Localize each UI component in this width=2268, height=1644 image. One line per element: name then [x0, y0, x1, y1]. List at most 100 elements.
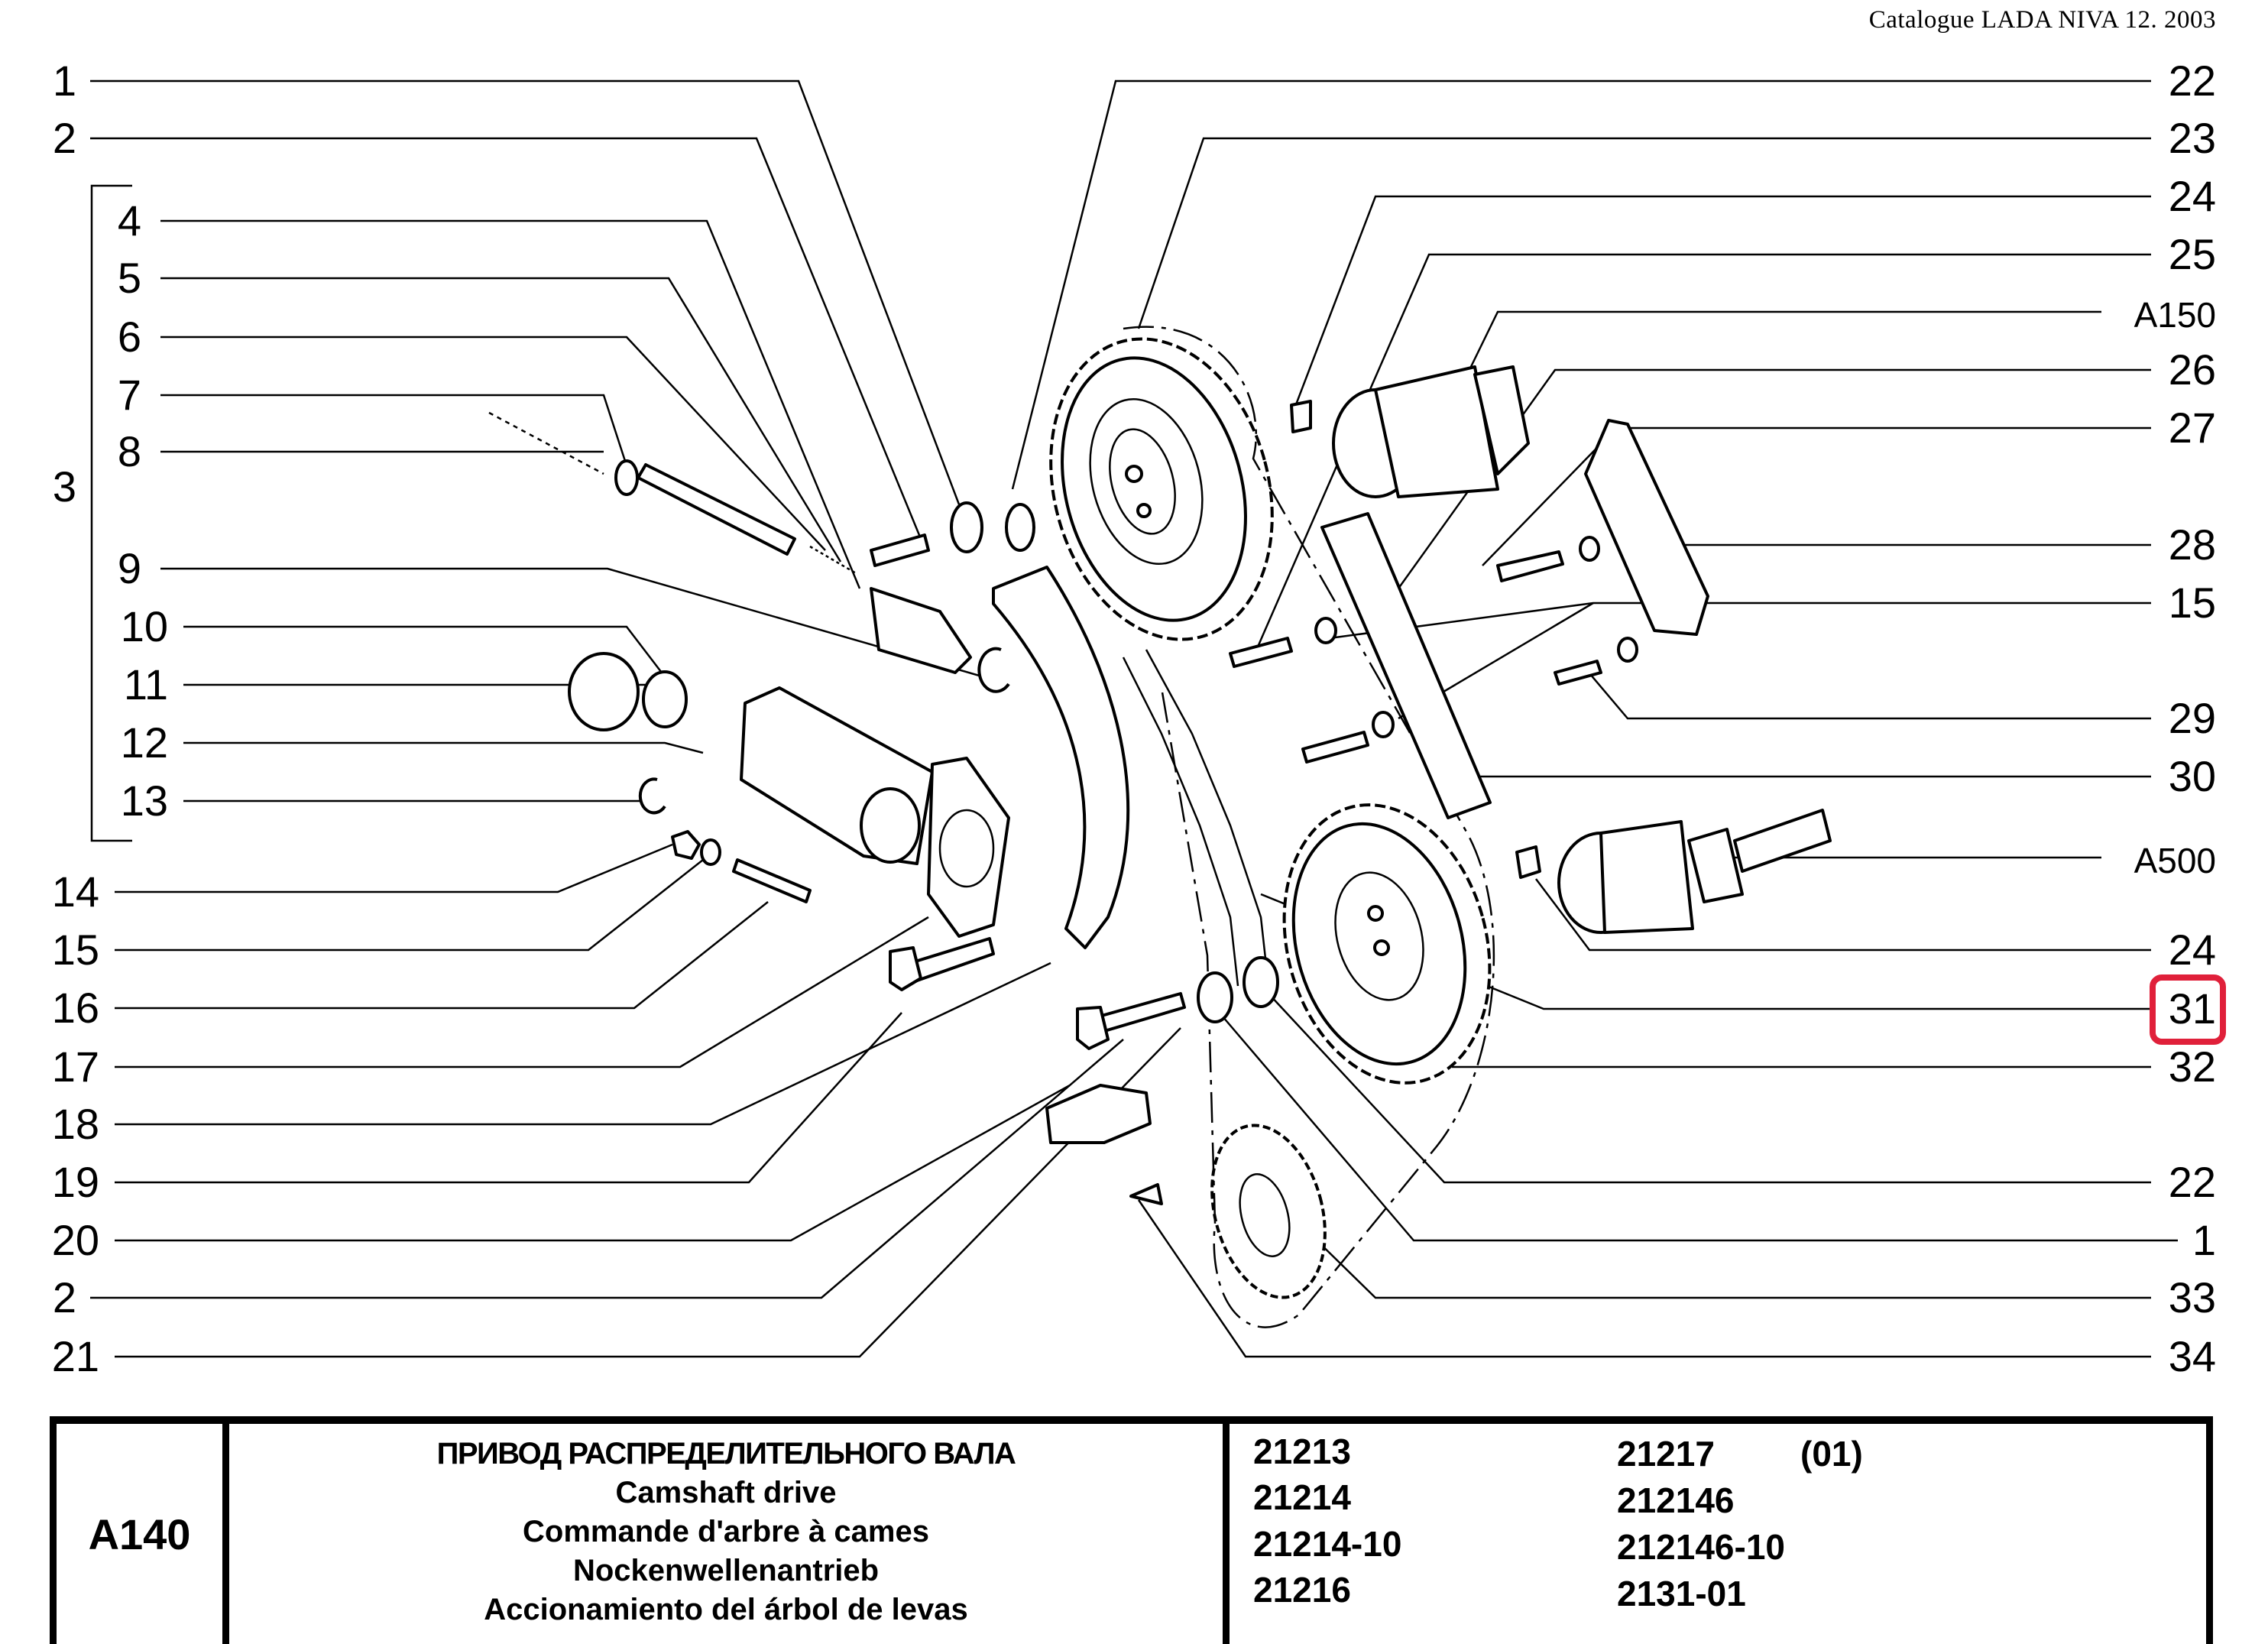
camshaft-assembly — [1332, 365, 1530, 498]
model-code: 21217 — [1617, 1434, 1715, 1474]
tensioner-plunger-rod — [637, 463, 796, 556]
callout-21[interactable]: 21 — [51, 1332, 99, 1380]
callout-30[interactable]: 30 — [2168, 752, 2216, 800]
callout-17[interactable]: 17 — [51, 1042, 99, 1091]
bracket-washer — [1579, 536, 1600, 562]
damper-bolt-head — [1076, 1006, 1110, 1050]
callout-7[interactable]: 7 — [117, 371, 141, 419]
title-es: Accionamiento del árbol de levas — [484, 1593, 968, 1626]
callout-3[interactable]: 3 — [52, 462, 76, 511]
callout-5[interactable]: 5 — [117, 254, 141, 302]
table-divider — [1223, 1416, 1230, 1644]
callout-26[interactable]: 26 — [2168, 345, 2216, 394]
damper-washer-upper — [1314, 617, 1337, 644]
title-fr: Commande d'arbre à cames — [523, 1515, 929, 1548]
title-ru: ПРИВОД РАСПРЕДЕЛИТЕЛЬНОГО ВАЛА — [436, 1437, 1016, 1471]
retaining-ring — [977, 647, 1010, 693]
model-code: 21213 — [1253, 1432, 1351, 1471]
woodruff-key — [1129, 1183, 1163, 1205]
callout-ref-a500[interactable]: A500 — [2134, 841, 2216, 880]
dowel-pin-lower — [1515, 845, 1541, 879]
title-de: Nockenwellenantrieb — [572, 1554, 880, 1587]
nut — [671, 830, 701, 860]
table-divider — [222, 1416, 229, 1644]
sprocket-bolt — [870, 533, 930, 567]
callout-15-right[interactable]: 15 — [2168, 579, 2216, 627]
table-left-border — [50, 1416, 57, 1644]
timing-chain-links — [1122, 649, 1270, 987]
lock-washer — [950, 501, 983, 553]
callout-32[interactable]: 32 — [2168, 1042, 2216, 1091]
callout-33[interactable]: 33 — [2168, 1273, 2216, 1321]
callout-31[interactable]: 31 — [2168, 984, 2216, 1033]
callout-34[interactable]: 34 — [2168, 1332, 2216, 1380]
washer — [700, 838, 721, 866]
crank-washer — [1197, 971, 1233, 1023]
callout-13[interactable]: 13 — [120, 777, 168, 825]
leader-lines-right — [1011, 79, 2178, 1358]
model-code: 21216 — [1253, 1570, 1351, 1610]
callout-16[interactable]: 16 — [51, 984, 99, 1032]
damper-bolt-mid — [1301, 731, 1369, 764]
callout-ref-a150[interactable]: A150 — [2134, 295, 2216, 335]
tensioner-bracket — [1584, 419, 1709, 636]
callout-22-lower[interactable]: 22 — [2168, 1158, 2216, 1206]
tensioner-plunger — [870, 587, 972, 674]
section-code: A140 — [88, 1509, 191, 1558]
table-right-border — [2206, 1416, 2213, 1644]
model-code: 212146 — [1617, 1480, 1735, 1520]
damper-bolt-upper — [1229, 637, 1293, 668]
tensioner-washer — [642, 670, 688, 728]
callout-18[interactable]: 18 — [51, 1100, 99, 1148]
callout-11[interactable]: 11 — [123, 660, 168, 709]
small-spring — [809, 545, 857, 575]
callout-25[interactable]: 25 — [2168, 230, 2216, 278]
callout-4[interactable]: 4 — [117, 196, 141, 245]
catalogue-footer-table: A140 ПРИВОД РАСПРЕДЕЛИТЕЛЬНОГО ВАЛА Cams… — [50, 1416, 2213, 1644]
callout-28[interactable]: 28 — [2168, 520, 2216, 569]
model-note: (01) — [1800, 1434, 1863, 1474]
tensioner-shoe-pin — [1045, 1084, 1152, 1144]
callout-23[interactable]: 23 — [2168, 114, 2216, 162]
crankshaft-sprocket — [1210, 1124, 1327, 1299]
crank-spacer — [1243, 956, 1279, 1008]
callout-2[interactable]: 2 — [52, 114, 76, 162]
model-code: 21214-10 — [1253, 1524, 1402, 1564]
callout-31-highlight — [2150, 974, 2226, 1045]
applicable-models: 21213 21214 21214-10 21216 21217 212146 … — [1253, 1432, 2201, 1638]
model-code: 212146-10 — [1617, 1527, 1785, 1567]
callout-19[interactable]: 19 — [51, 1158, 99, 1206]
sprocket-washer — [1005, 503, 1035, 552]
callout-24-lower[interactable]: 24 — [2168, 926, 2216, 974]
model-code: 21214 — [1253, 1477, 1351, 1517]
callout-2-lower[interactable]: 2 — [52, 1273, 76, 1321]
oil-pump-drive-shaft — [1557, 809, 1832, 934]
title-en: Camshaft drive — [615, 1476, 837, 1509]
group-bracket — [90, 184, 132, 842]
callout-8[interactable]: 8 — [117, 427, 141, 475]
chain-damper — [1320, 512, 1492, 819]
tensioner-cap-nut — [568, 652, 640, 731]
callout-14[interactable]: 14 — [51, 867, 99, 916]
callout-10[interactable]: 10 — [120, 602, 168, 650]
table-top-border — [50, 1416, 2213, 1424]
bracket-bolt-lower — [1554, 660, 1602, 686]
callout-1[interactable]: 1 — [52, 57, 76, 105]
callout-9[interactable]: 9 — [117, 544, 141, 592]
callout-22[interactable]: 22 — [2168, 57, 2216, 105]
callout-27[interactable]: 27 — [2168, 404, 2216, 452]
callout-29[interactable]: 29 — [2168, 694, 2216, 742]
bracket-bolt — [1496, 550, 1564, 582]
callout-15[interactable]: 15 — [51, 926, 99, 974]
callout-12[interactable]: 12 — [120, 718, 168, 767]
callout-24[interactable]: 24 — [2168, 172, 2216, 220]
camshaft-sprocket — [1049, 337, 1274, 641]
callout-6[interactable]: 6 — [117, 313, 141, 361]
callout-1-right[interactable]: 1 — [2192, 1216, 2216, 1264]
callout-20[interactable]: 20 — [51, 1216, 99, 1264]
model-code: 2131-01 — [1617, 1574, 1746, 1613]
catalogue-header: Catalogue LADA NIVA 12. 2003 — [1868, 6, 2216, 34]
stud — [732, 858, 812, 903]
tensioner-gasket — [927, 757, 1010, 938]
